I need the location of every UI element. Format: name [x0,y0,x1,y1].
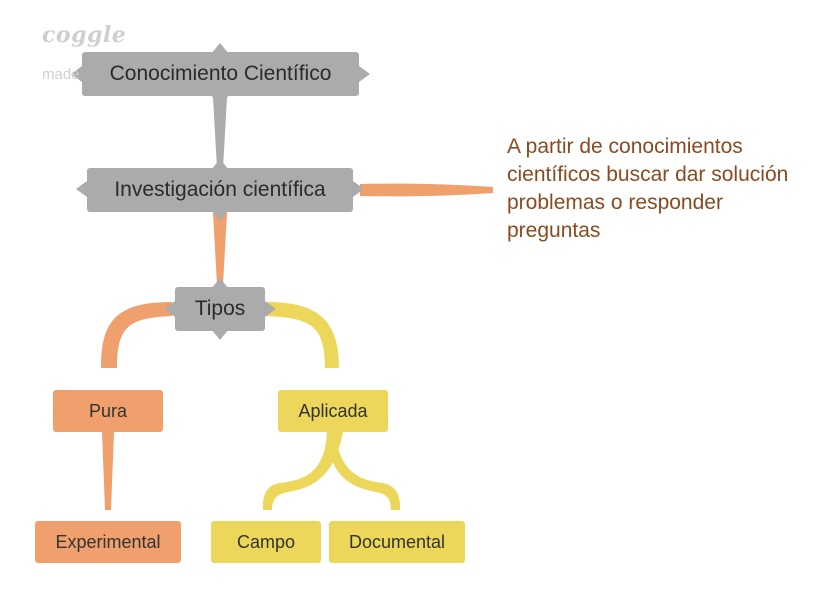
node-aplicada[interactable]: Aplicada [278,390,388,432]
note-investigacion[interactable]: A partir de conocimientos científicos bu… [507,135,789,242]
tipos-left-knob [164,301,175,317]
investigacion-top-knob [211,159,229,170]
investigacion-left-knob [76,181,87,197]
link-pura-experimental [102,432,114,510]
node-documental[interactable]: Documental [329,521,465,563]
tipos-right-knob [265,301,276,317]
node-campo[interactable]: Campo [211,521,321,563]
link-aplicada-campo [262,432,343,510]
root-top-knob [211,43,229,54]
link-tipos-pura [101,302,172,368]
node-tipos[interactable]: Tipos [175,287,265,331]
root-bottom-knob [211,95,229,106]
root-left-knob [71,66,82,82]
node-experimental[interactable]: Experimental [35,521,181,563]
investigacion-right-knob [353,181,364,197]
node-pura[interactable]: Pura [53,390,163,432]
node-conocimiento-cientifico[interactable]: Conocimiento Científico [82,52,359,96]
link-aplicada-documental [327,432,401,510]
investigacion-bottom-knob [211,210,229,221]
link-tipos-aplicada [267,302,339,368]
link-investigacion-note [360,183,493,197]
link-investigacion-tipos [213,213,227,285]
root-right-knob [359,66,370,82]
coggle-logo: coggle [42,22,127,48]
node-investigacion-cientifica[interactable]: Investigación científica [87,168,353,212]
tipos-top-knob [211,278,229,289]
tipos-bottom-knob [211,329,229,340]
link-root-investigacion [213,98,227,168]
